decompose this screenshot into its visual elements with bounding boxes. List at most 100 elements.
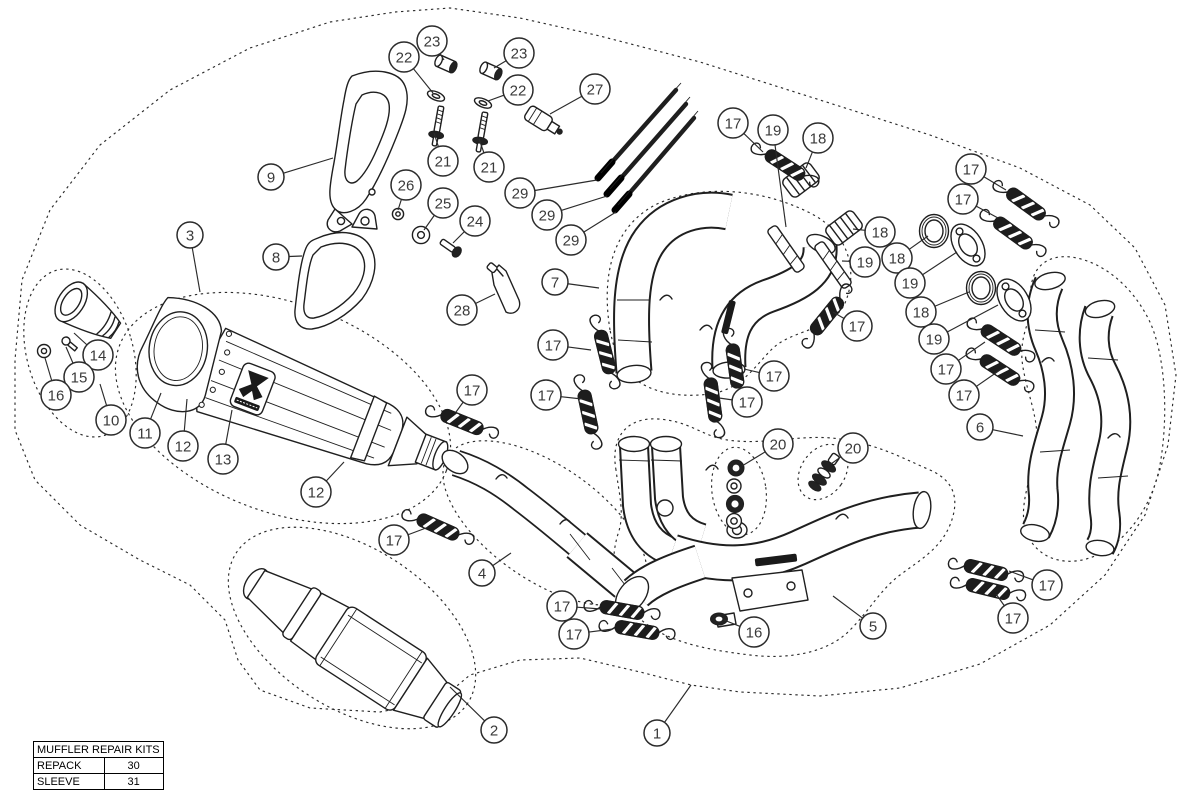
svg-text:16: 16 [746, 625, 763, 642]
svg-text:2: 2 [490, 723, 498, 740]
washer-part [425, 88, 447, 104]
kit-value: 30 [103, 757, 164, 774]
svg-text:12: 12 [308, 485, 325, 502]
svg-text:10: 10 [103, 413, 120, 430]
bolt-part [439, 238, 462, 258]
callout-17: 17 [546, 590, 602, 622]
callout-12: 12 [167, 398, 199, 462]
main-muffler-part [136, 296, 449, 471]
callout-17: 17 [455, 374, 488, 413]
kit-table-title: MUFFLER REPAIR KITS [33, 741, 164, 758]
parts-layer [36, 53, 1132, 728]
svg-text:18: 18 [889, 251, 906, 268]
callout-18: 18 [905, 291, 970, 328]
svg-text:5: 5 [869, 619, 877, 636]
gasket-part [765, 223, 807, 275]
callout-25: 25 [423, 187, 459, 231]
callout-7: 7 [541, 268, 600, 296]
callout-9: 9 [257, 157, 334, 191]
svg-text:8: 8 [272, 250, 280, 267]
svg-text:17: 17 [956, 388, 973, 405]
svg-text:22: 22 [510, 83, 527, 100]
bolt-part [61, 336, 78, 352]
washer-part [36, 343, 52, 359]
clamp-part [294, 208, 378, 330]
svg-text:18: 18 [913, 305, 930, 322]
callout-18: 18 [802, 122, 834, 169]
group-2-outline [227, 526, 477, 730]
callout-17: 17 [717, 107, 764, 153]
callout-19: 19 [841, 246, 881, 278]
svg-text:17: 17 [739, 395, 756, 412]
svg-text:17: 17 [566, 627, 583, 644]
callout-29: 29 [504, 177, 598, 209]
callout-20: 20 [741, 428, 794, 467]
svg-text:17: 17 [1005, 611, 1022, 628]
ring-part [965, 270, 997, 306]
header-pipes-part [612, 191, 838, 384]
callout-17: 17 [378, 524, 427, 556]
ring-part [918, 213, 950, 249]
callout-1: 1 [643, 684, 692, 747]
hardware-stack-part [725, 459, 745, 530]
svg-text:11: 11 [137, 426, 153, 443]
callout-24: 24 [452, 205, 491, 244]
kit-value: 31 [103, 773, 164, 790]
sealant-tube-part [486, 262, 521, 314]
callout-12: 12 [300, 461, 345, 508]
group-20b-outline [797, 443, 849, 501]
akrapovic-scorpion-badge [229, 362, 276, 416]
small-muffler-part [242, 568, 463, 728]
spring-part [422, 399, 502, 445]
callout-17: 17 [832, 310, 873, 342]
svg-text:17: 17 [386, 533, 403, 550]
callout-4: 4 [468, 552, 512, 587]
kit-label: SLEEVE [33, 773, 105, 790]
callout-22: 22 [487, 74, 534, 106]
callout-17: 17 [537, 329, 592, 361]
svg-text:22: 22 [396, 50, 413, 67]
callout-22: 22 [388, 41, 434, 94]
spring-part [963, 311, 1039, 369]
svg-text:19: 19 [765, 123, 782, 140]
svg-text:17: 17 [849, 319, 866, 336]
svg-text:29: 29 [512, 186, 529, 203]
svg-text:29: 29 [563, 233, 580, 250]
svg-text:16: 16 [48, 388, 65, 405]
callout-26: 26 [390, 169, 422, 211]
callout-21: 21 [427, 132, 459, 177]
svg-text:17: 17 [464, 383, 481, 400]
svg-text:29: 29 [539, 208, 556, 225]
nut-part [710, 612, 728, 626]
svg-text:14: 14 [90, 348, 107, 365]
svg-text:18: 18 [810, 131, 827, 148]
table-row: SLEEVE 31 [33, 773, 164, 790]
kit-label: REPACK [33, 757, 105, 774]
right-pipes-part [1020, 271, 1132, 557]
callout-23: 23 [416, 25, 448, 61]
svg-text:17: 17 [938, 362, 955, 379]
callout-2: 2 [449, 686, 508, 744]
outer-kit-outline [14, 7, 1177, 713]
callout-14: 14 [73, 332, 114, 371]
spring-part [398, 503, 478, 551]
svg-text:19: 19 [926, 332, 943, 349]
svg-text:17: 17 [1039, 578, 1056, 595]
callout-17: 17 [995, 593, 1029, 634]
callout-17: 17 [1008, 569, 1063, 601]
svg-text:21: 21 [481, 160, 498, 177]
callout-17: 17 [558, 618, 614, 650]
callout-17: 17 [743, 360, 790, 392]
washer-part [391, 207, 405, 221]
callout-13: 13 [207, 409, 239, 475]
svg-text:17: 17 [963, 162, 980, 179]
svg-text:17: 17 [554, 599, 571, 616]
svg-text:3: 3 [186, 228, 194, 245]
wires-part [594, 82, 699, 214]
svg-text:18: 18 [872, 225, 889, 242]
svg-text:17: 17 [545, 338, 562, 355]
hardware-stack-part [808, 452, 840, 492]
svg-text:15: 15 [71, 370, 88, 387]
svg-text:25: 25 [435, 196, 452, 213]
spring-part [596, 614, 678, 646]
